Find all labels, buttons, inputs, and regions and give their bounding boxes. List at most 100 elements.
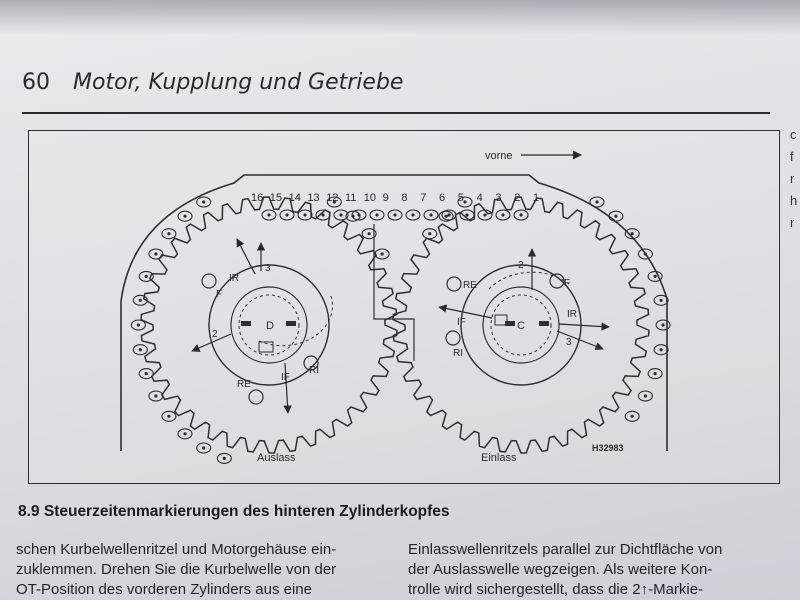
mark-2-right: 2 [518,260,524,271]
chain-pin [659,348,663,352]
chain-pin [339,213,343,217]
mark-3-left: 3 [265,263,271,274]
mark-f-right: F [564,278,570,289]
exhaust-hub-inner [230,286,308,364]
chain-link [653,344,669,356]
chain-pin [614,214,618,218]
chain-link [624,410,640,422]
mark-re-left: RE [237,379,251,390]
chain-link [148,390,164,402]
mark-if-left: IF [281,372,290,383]
cylinder-head-outline [120,174,668,451]
chain-link [138,368,154,380]
chain-link [637,390,653,402]
chain-pin [444,214,448,218]
fragment: f [790,149,794,164]
link-number: 3 [495,192,501,204]
mark-ir-right: IR [567,309,577,320]
chain-pin [167,414,171,418]
chain-link [161,410,177,422]
chain-link [459,209,475,221]
chain-pin [463,200,467,204]
chain-link [624,228,640,240]
link-number: 5 [458,192,464,204]
chain-pin [154,394,158,398]
link-number: 9 [383,192,389,204]
chain-link [405,209,421,221]
chain-pin [332,200,336,204]
chain-link [216,452,232,464]
link-number: 8 [401,192,407,204]
chain-link [589,196,605,208]
chain-link [326,196,342,208]
chain-link [647,270,663,282]
mark-re-right: RE [463,280,477,291]
chain-link [495,209,511,221]
body-line: zuklemmen. Drehen Sie die Kurbelwelle vo… [16,561,337,578]
chain-pin [519,213,523,217]
hole-ri-right [445,330,461,346]
hole-ri-left [303,355,319,371]
chain-pin [144,372,148,376]
fragment: h [790,193,798,208]
chain-link [279,209,295,221]
link-number: 2 [514,192,520,204]
chain-pin [375,213,379,217]
chain-link [333,209,349,221]
mark-if-right: IF [457,317,466,328]
chain-pin [630,414,634,418]
chain-link [161,228,177,240]
body-column-left: schen Kurbelwellenritzel und Motorgehäus… [16,540,388,600]
chain-link [138,270,154,282]
chain-link [608,210,624,222]
caption-einlass: Einlass [481,452,517,464]
exhaust-key-right [286,321,296,326]
center-plate [373,224,415,361]
link-number: 7 [420,192,426,204]
chain-link [297,209,313,221]
link-number: 1 [533,192,539,204]
direction-label: vorne [485,150,513,162]
exhaust-sprocket [140,196,398,454]
page-number: 60 [22,70,50,95]
hole-f-left [201,273,217,289]
hole-re-right [446,276,462,292]
arrow-ir-right [558,322,610,331]
chain-pin [367,232,371,236]
section-heading: 8.9 Steuerzeitenmarkierungen des hintere… [18,503,450,520]
chain-link [196,442,212,454]
chain-pin [222,456,226,460]
chapter-title: Motor, Kupplung und Getriebe [73,70,404,95]
fragment: c [790,127,797,142]
body-line: trolle wird sichergestellt, dass die 2↑-… [408,581,704,598]
chain-pin [411,213,415,217]
body-line: OT-Position des vorderen Zylinders aus e… [16,581,312,598]
link-number: 14 [289,192,301,204]
chain-link [422,228,438,240]
chain-pin [653,274,657,278]
chain-pin [303,213,307,217]
chain-pin [154,252,158,256]
chain-pin [595,200,599,204]
chain-link [369,209,385,221]
chain-link [438,210,454,222]
chain-link [148,248,164,260]
chain-link [132,344,148,356]
chain-pin [167,232,171,236]
chain-pin [630,232,634,236]
chain-link [374,248,390,260]
chain-pin [183,214,187,218]
mark-2-left: 2 [212,329,218,340]
chain-link [261,209,277,221]
exhaust-hub-dashed [238,294,300,356]
chain-link [513,209,529,221]
intake-hub-inner [482,286,560,364]
chain-pin [136,323,140,327]
chain-pin [643,394,648,398]
exhaust-hub [208,264,330,386]
chain-pin [138,348,142,352]
fragment: r [790,215,795,230]
